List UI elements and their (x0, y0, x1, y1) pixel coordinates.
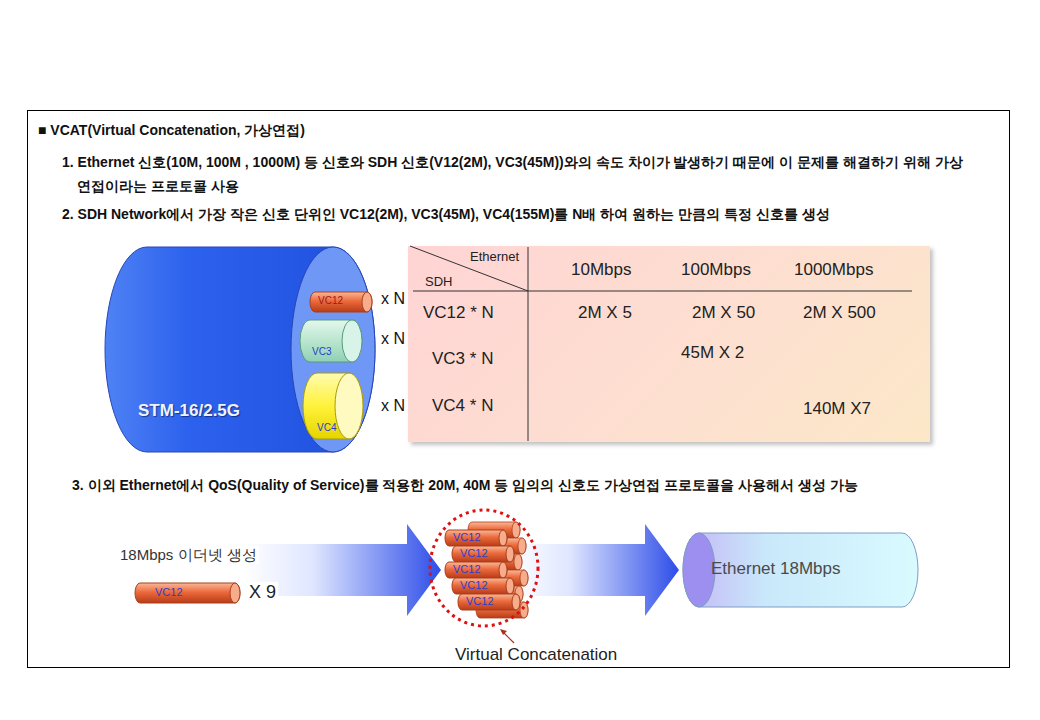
vc3-cylinder: VC3 (300, 320, 362, 362)
node-text: VC12 (460, 547, 488, 560)
node-text: 2M X 5 (578, 303, 632, 323)
cylinder-end (512, 594, 520, 610)
cylinder-end (506, 578, 514, 594)
column-rule (528, 247, 529, 441)
cylinder-body (445, 530, 507, 546)
mapping-table: EthernetSDH 10Mbps 100Mbps 1000MbpsVC12 * N… (408, 246, 930, 442)
cylinder-end (520, 570, 528, 586)
cylinder-end (683, 533, 715, 607)
node-text: Ethernet 18Mbps (711, 559, 840, 579)
cylinder-body (300, 320, 362, 362)
vc12-cylinder: VC12 (310, 292, 372, 312)
cylinder-body (310, 292, 372, 312)
node-text: VC4 * N (432, 396, 493, 416)
node-text: VC4 (317, 422, 336, 434)
cylinder-end (514, 554, 522, 570)
vc12-cylinder: VC12 (458, 594, 520, 610)
node-text: Ethernet (470, 249, 519, 265)
cylinder-end (342, 320, 362, 362)
cylinder-end (230, 583, 240, 603)
cylinder-body (135, 583, 240, 603)
node-text: 140M X7 (803, 399, 871, 419)
cylinder-body (458, 594, 520, 610)
node-text: 100Mbps (681, 260, 751, 280)
note-text: 2. SDH Network에서 가장 작은 신호 단위인 VC12(2M), … (62, 202, 967, 226)
vc12-cylinder: VC12 (445, 530, 507, 546)
node-text: VC12 (453, 531, 481, 544)
multiplier-label: x N (381, 289, 405, 308)
node-text: VC12 (460, 579, 488, 592)
node-text: VC12 (466, 595, 494, 608)
cylinder-body (105, 247, 375, 452)
node-text: VC12 (155, 586, 183, 599)
cylinder-end (520, 602, 528, 618)
node-text: 2M X 500 (803, 303, 876, 323)
multiplier-label: x N (381, 329, 405, 348)
cylinder-shape (135, 583, 240, 603)
cylinder-end (362, 292, 372, 312)
cylinder-end (499, 530, 507, 546)
cylinder-end (499, 562, 507, 578)
vc12-cylinder: VC12 (452, 578, 514, 594)
node-text: STM-16/2.5G (138, 401, 240, 421)
multiplier-label: x N (381, 396, 405, 415)
header-diagonal (410, 246, 528, 291)
cylinder-end (335, 373, 363, 439)
block-arrow (511, 524, 679, 616)
vc4-cylinder: VC4 (303, 373, 363, 439)
node-text: VC12 (453, 563, 481, 576)
cylinder-end (518, 538, 526, 554)
callout-label: Virtual Concatenation (455, 645, 617, 665)
cylinder-end (506, 546, 514, 562)
cylinder-body (683, 533, 918, 607)
node-text: VC3 (312, 346, 331, 358)
node-text: VC3 * N (432, 349, 493, 369)
node-text: 1000Mbps (794, 260, 873, 280)
cylinder-body (303, 373, 363, 439)
leader-arrowhead (500, 629, 507, 635)
vc12-cylinder: VC12 (445, 562, 507, 578)
node-text: SDH (425, 274, 452, 290)
stm16-cylinder: STM-16/2.5G VC12VC3VC4 (105, 247, 375, 452)
node-text: 45M X 2 (681, 343, 744, 363)
vc12-cylinder: VC12 (452, 546, 514, 562)
note-text: 1. Ethernet 신호(10M, 100M , 1000M) 등 신호와 … (62, 150, 967, 198)
cylinder-end (291, 247, 375, 452)
node-text: VC12 * N (423, 303, 494, 323)
node-text: VC12 (318, 295, 343, 307)
node-text: 2M X 50 (692, 303, 755, 323)
block-arrow (244, 524, 441, 616)
cylinder-body (452, 578, 514, 594)
node-text: 10Mbps (571, 260, 631, 280)
concatenation-ellipse (430, 510, 538, 626)
cylinder-body (452, 546, 514, 562)
cylinder-body (445, 562, 507, 578)
note-text: 3. 이외 Ethernet에서 QoS(Quality of Service)… (72, 473, 958, 497)
caption-label: 18Mbps 이더넷 생성 (118, 546, 259, 564)
multiplier-label: X 9 (247, 582, 278, 604)
header-rule (413, 291, 912, 292)
diagram-title: ■ VCAT(Virtual Concatenation, 가상연접) (38, 122, 305, 139)
ethernet-cylinder: Ethernet 18Mbps (683, 533, 918, 607)
vc12-cylinder: VC12 (135, 583, 240, 603)
